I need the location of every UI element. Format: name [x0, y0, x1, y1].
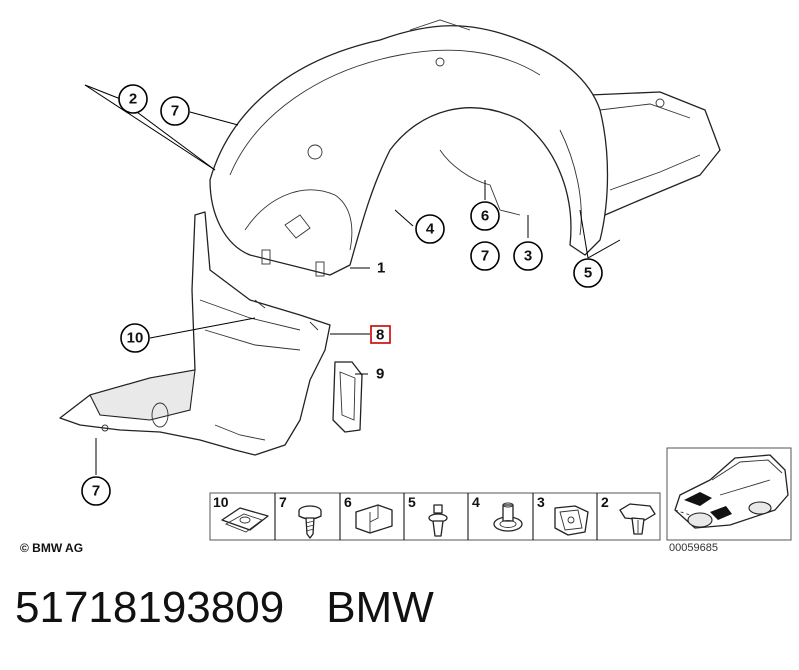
part-title: 51718193809 BMW [15, 583, 434, 633]
grommet-nut-icon [493, 502, 523, 532]
callout-7-mid: 7 [470, 241, 500, 271]
speed-nut-icon [221, 507, 269, 533]
splash-guard-lower [59, 211, 331, 456]
callout-4: 4 [415, 214, 445, 244]
strip-label-7: 7 [279, 494, 287, 510]
callout-7-bottom: 7 [81, 476, 111, 506]
expansion-clip-icon [619, 503, 656, 535]
strip-label-6: 6 [344, 494, 352, 510]
svg-text:6: 6 [481, 208, 489, 225]
callout-6: 6 [470, 201, 500, 231]
callout-2: 2 [118, 84, 148, 114]
small-parts-strip: 10 7 6 5 4 3 2 [209, 492, 661, 541]
svg-text:7: 7 [92, 483, 100, 500]
svg-text:4: 4 [426, 221, 435, 238]
svg-text:3: 3 [524, 248, 532, 265]
screw-icon [298, 505, 322, 539]
label-1: 1 [377, 260, 385, 277]
callout-7-top: 7 [160, 96, 190, 126]
clip-block-icon [355, 504, 393, 534]
svg-text:5: 5 [584, 265, 592, 282]
car-location-inset [666, 447, 792, 541]
strip-label-10: 10 [213, 494, 229, 510]
svg-text:10: 10 [127, 330, 144, 347]
label-9: 9 [376, 366, 384, 383]
callout-10: 10 [120, 323, 150, 353]
svg-text:2: 2 [129, 91, 137, 108]
strip-label-4: 4 [472, 494, 480, 510]
svg-text:7: 7 [481, 248, 489, 265]
wheel-arch-liner-front [209, 19, 721, 277]
svg-text:7: 7 [171, 103, 179, 120]
copyright-notice: © BMW AG [20, 541, 84, 555]
diagram-reference-code: 00059685 [669, 542, 718, 554]
callout-8-highlighted: 8 [370, 325, 391, 344]
spring-clip-icon [554, 505, 589, 536]
callout-5: 5 [573, 258, 603, 288]
svg-text:8: 8 [376, 327, 384, 344]
leader-lines [84, 84, 621, 475]
brand-name: BMW [326, 583, 434, 632]
bracket-part-9 [332, 361, 363, 433]
part-number: 51718193809 [15, 583, 285, 632]
strip-label-5: 5 [408, 494, 416, 510]
strip-label-3: 3 [537, 494, 545, 510]
callout-3: 3 [513, 241, 543, 271]
strip-label-2: 2 [601, 494, 609, 510]
push-rivet-icon [428, 504, 448, 537]
